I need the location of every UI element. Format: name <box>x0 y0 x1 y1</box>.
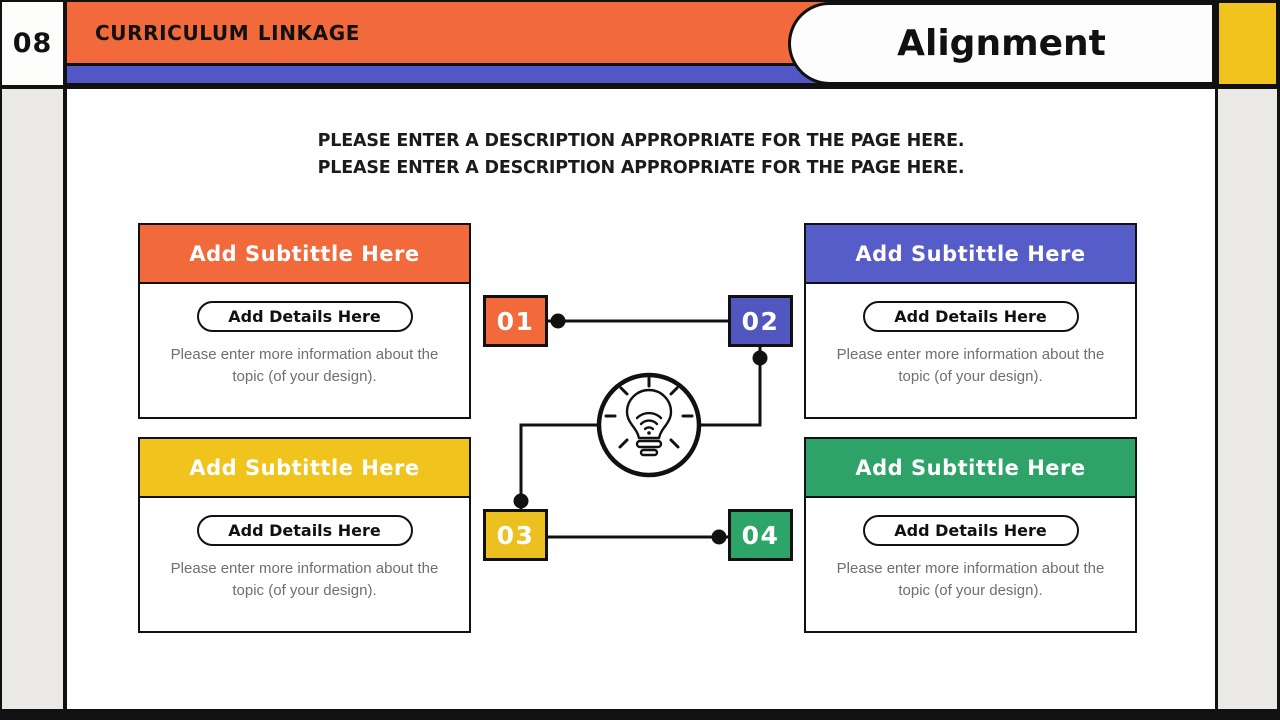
page-description: PLEASE ENTER A DESCRIPTION APPROPRIATE F… <box>67 128 1215 182</box>
card-title: Add Subtittle Here <box>855 455 1086 480</box>
card-body: Add Details Here Please enter more infor… <box>806 498 1135 602</box>
description-line: PLEASE ENTER A DESCRIPTION APPROPRIATE F… <box>317 158 965 178</box>
card-body: Add Details Here Please enter more infor… <box>140 498 469 602</box>
card-note-line: topic (of your design). <box>898 582 1043 599</box>
card-body: Add Details Here Please enter more infor… <box>806 284 1135 388</box>
card-bottom-left: Add Subtittle Here Add Details Here Plea… <box>138 437 471 633</box>
step-box-03: 03 <box>483 509 548 561</box>
card-header: Add Subtittle Here <box>806 439 1135 498</box>
card-title: Add Subtittle Here <box>189 241 420 266</box>
step-box-01: 01 <box>483 295 548 347</box>
step-box-02: 02 <box>728 295 793 347</box>
card-bottom-right: Add Subtittle Here Add Details Here Plea… <box>804 437 1137 633</box>
left-margin <box>2 89 63 709</box>
card-note: Please enter more information about the … <box>806 344 1135 388</box>
card-top-left: Add Subtittle Here Add Details Here Plea… <box>138 223 471 419</box>
card-note: Please enter more information about the … <box>140 344 469 388</box>
card-note-line: topic (of your design). <box>898 368 1043 385</box>
section-title: CURRICULUM LINKAGE <box>95 20 360 45</box>
card-note: Please enter more information about the … <box>140 558 469 602</box>
description-line: PLEASE ENTER A DESCRIPTION APPROPRIATE F… <box>317 131 965 151</box>
add-details-button[interactable]: Add Details Here <box>862 301 1079 332</box>
card-note-line: Please enter more information about the <box>170 346 439 363</box>
card-note-line: topic (of your design). <box>232 368 377 385</box>
card-header: Add Subtittle Here <box>806 225 1135 284</box>
add-details-button[interactable]: Add Details Here <box>862 515 1079 546</box>
add-details-button[interactable]: Add Details Here <box>196 515 413 546</box>
card-note-line: topic (of your design). <box>232 582 377 599</box>
slide-title: Alignment <box>897 23 1106 64</box>
card-note-line: Please enter more information about the <box>170 560 439 577</box>
card-top-right: Add Subtittle Here Add Details Here Plea… <box>804 223 1137 419</box>
slide-title-tab: Alignment <box>788 2 1215 85</box>
card-title: Add Subtittle Here <box>189 455 420 480</box>
step-box-04: 04 <box>728 509 793 561</box>
add-details-button[interactable]: Add Details Here <box>196 301 413 332</box>
page-number: 08 <box>2 2 63 85</box>
card-note-line: Please enter more information about the <box>836 560 1105 577</box>
card-note: Please enter more information about the … <box>806 558 1135 602</box>
card-title: Add Subtittle Here <box>855 241 1086 266</box>
card-header: Add Subtittle Here <box>140 439 469 498</box>
card-header: Add Subtittle Here <box>140 225 469 284</box>
card-note-line: Please enter more information about the <box>836 346 1105 363</box>
right-margin <box>1218 89 1277 709</box>
card-body: Add Details Here Please enter more infor… <box>140 284 469 388</box>
corner-accent-block <box>1218 2 1277 85</box>
